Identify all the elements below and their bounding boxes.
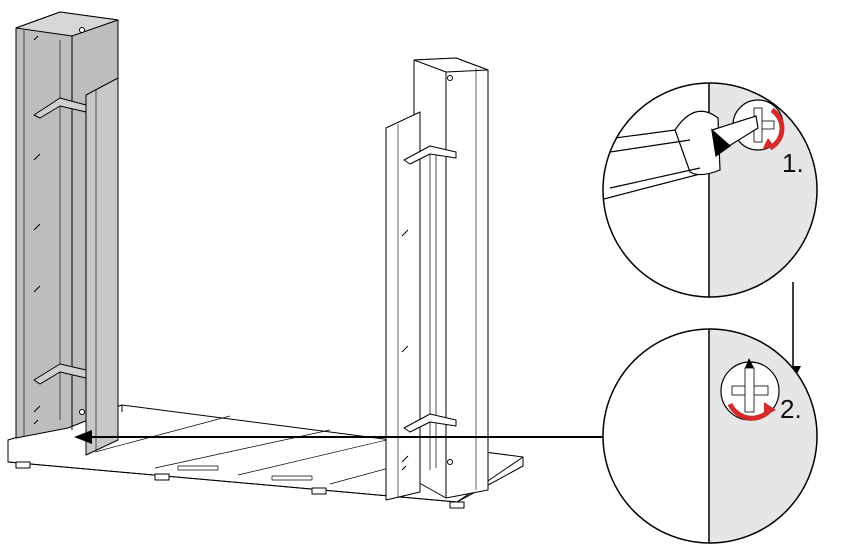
rotate-arrow-icon — [768, 107, 785, 151]
detail-circle-step-1: 1. — [602, 82, 818, 298]
screwdriver-icon — [603, 110, 759, 201]
detail-circle-step-2: 2. — [602, 328, 818, 544]
right-side-panel — [385, 57, 489, 501]
callout-leader-arrow — [74, 430, 606, 444]
step-1-label: 1. — [782, 148, 804, 178]
step-2-label: 2. — [780, 394, 802, 424]
left-side-panel — [15, 11, 119, 456]
